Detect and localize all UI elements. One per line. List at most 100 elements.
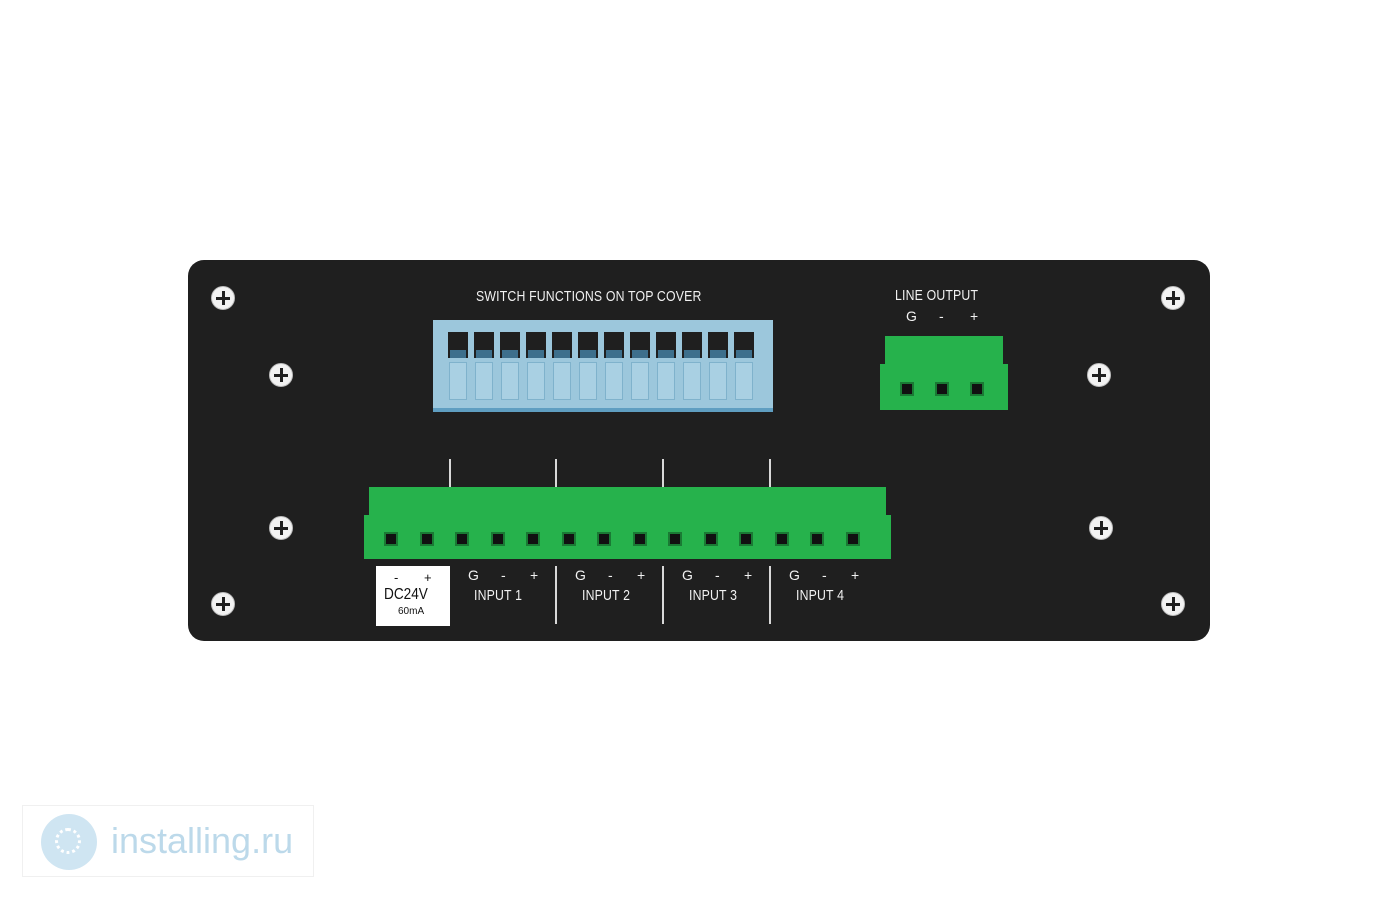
terminal-hole [384,532,398,546]
input-3-pin-minus: - [715,567,720,583]
input-1-pin-minus: - [501,567,506,583]
dip-switch-lever[interactable] [473,330,495,402]
power-current: 60mA [398,606,425,617]
terminal-hole [632,532,647,546]
divider [555,566,557,624]
dip-switch-lever[interactable] [525,330,547,402]
dip-switch-lever[interactable] [603,330,625,402]
terminal-hole [810,532,824,546]
line-output-connector[interactable] [880,336,1008,410]
dip-switch-knob [630,332,650,358]
input-3-label: INPUT 3 [689,587,738,604]
input-terminal-block[interactable] [364,487,891,559]
site-logo-icon [41,814,97,870]
rear-panel: SWITCH FUNCTIONS ON TOP COVER LINE OUTPU… [188,260,1210,641]
dip-switch-slot [683,362,701,400]
power-pin-minus: - [394,570,399,585]
dip-switch-knob [656,332,676,358]
terminal-hole [739,532,753,546]
dip-switch-block[interactable] [433,320,773,412]
dip-switch-slot [605,362,623,400]
dip-switch-knob [708,332,728,358]
terminal-hole [419,532,434,546]
power-pin-plus: + [424,570,432,585]
watermark: installing.ru [22,805,314,877]
screw-icon [211,592,235,616]
dip-switch-knob [526,332,546,358]
divider [769,566,771,624]
dip-switch-lever[interactable] [551,330,573,402]
screw-icon [211,286,235,310]
dip-switch-knob [474,332,494,358]
terminal-hole [703,532,718,546]
terminal-hole [774,532,789,546]
dip-switch-lever[interactable] [733,330,755,402]
divider [662,459,664,487]
power-voltage: DC24V [384,586,428,603]
dip-switch-knob [604,332,624,358]
dip-switch-lever[interactable] [499,330,521,402]
terminal-hole [668,532,682,546]
dip-switch-slot [657,362,675,400]
screw-icon [269,516,293,540]
dip-switch-knob [734,332,754,358]
dip-switch-slot [579,362,597,400]
input-4-pin-minus: - [822,567,827,583]
terminal-hole [455,532,469,546]
divider [449,459,451,487]
input-4-pin-plus: + [851,567,860,583]
dip-switch-lever[interactable] [577,330,599,402]
terminal-hole [526,532,540,546]
line-output-pin-plus: + [970,308,979,324]
dip-switch-lever[interactable] [629,330,651,402]
watermark-text: installing.ru [111,820,294,861]
dip-switch-slot [631,362,649,400]
dip-switch-lever[interactable] [681,330,703,402]
divider [555,459,557,487]
screw-icon [1161,592,1185,616]
terminal-hole [490,532,505,546]
input-2-pin-plus: + [637,567,646,583]
input-2-label: INPUT 2 [582,587,631,604]
input-2-pin-g: G [575,567,586,583]
dip-switch-lever[interactable] [447,330,469,402]
power-label-box: - + DC24V 60mA [376,566,450,626]
input-1-label: INPUT 1 [474,587,523,604]
dip-switch-slot [527,362,545,400]
line-output-title: LINE OUTPUT [895,287,979,304]
terminal-hole [561,532,576,546]
dip-switch-slot [735,362,753,400]
input-4-pin-g: G [789,567,800,583]
screw-icon [1161,286,1185,310]
screw-icon [269,363,293,387]
input-4-label: INPUT 4 [796,587,845,604]
input-1-pin-plus: + [530,567,539,583]
dip-switch-slot [449,362,467,400]
input-3-pin-plus: + [744,567,753,583]
dip-switch-knob [448,332,468,358]
dip-switch-slot [553,362,571,400]
terminal-hole [900,382,914,396]
dip-switch-lever[interactable] [655,330,677,402]
dip-switch-knob [500,332,520,358]
screw-icon [1089,516,1113,540]
dip-switch-slot [501,362,519,400]
dip-switch-knob [552,332,572,358]
line-output-pin-g: G [906,308,917,324]
dip-switch-slot [475,362,493,400]
divider [662,566,664,624]
terminal-hole [597,532,611,546]
line-output-pin-minus: - [939,308,944,324]
input-1-pin-g: G [468,567,479,583]
dip-switch-knob [682,332,702,358]
divider [769,459,771,487]
dip-switch-knob [578,332,598,358]
switch-title: SWITCH FUNCTIONS ON TOP COVER [476,288,702,305]
terminal-hole [935,382,949,396]
input-2-pin-minus: - [608,567,613,583]
dip-switch-lever[interactable] [707,330,729,402]
input-3-pin-g: G [682,567,693,583]
dip-switch-slot [709,362,727,400]
screw-icon [1087,363,1111,387]
terminal-hole [970,382,984,396]
